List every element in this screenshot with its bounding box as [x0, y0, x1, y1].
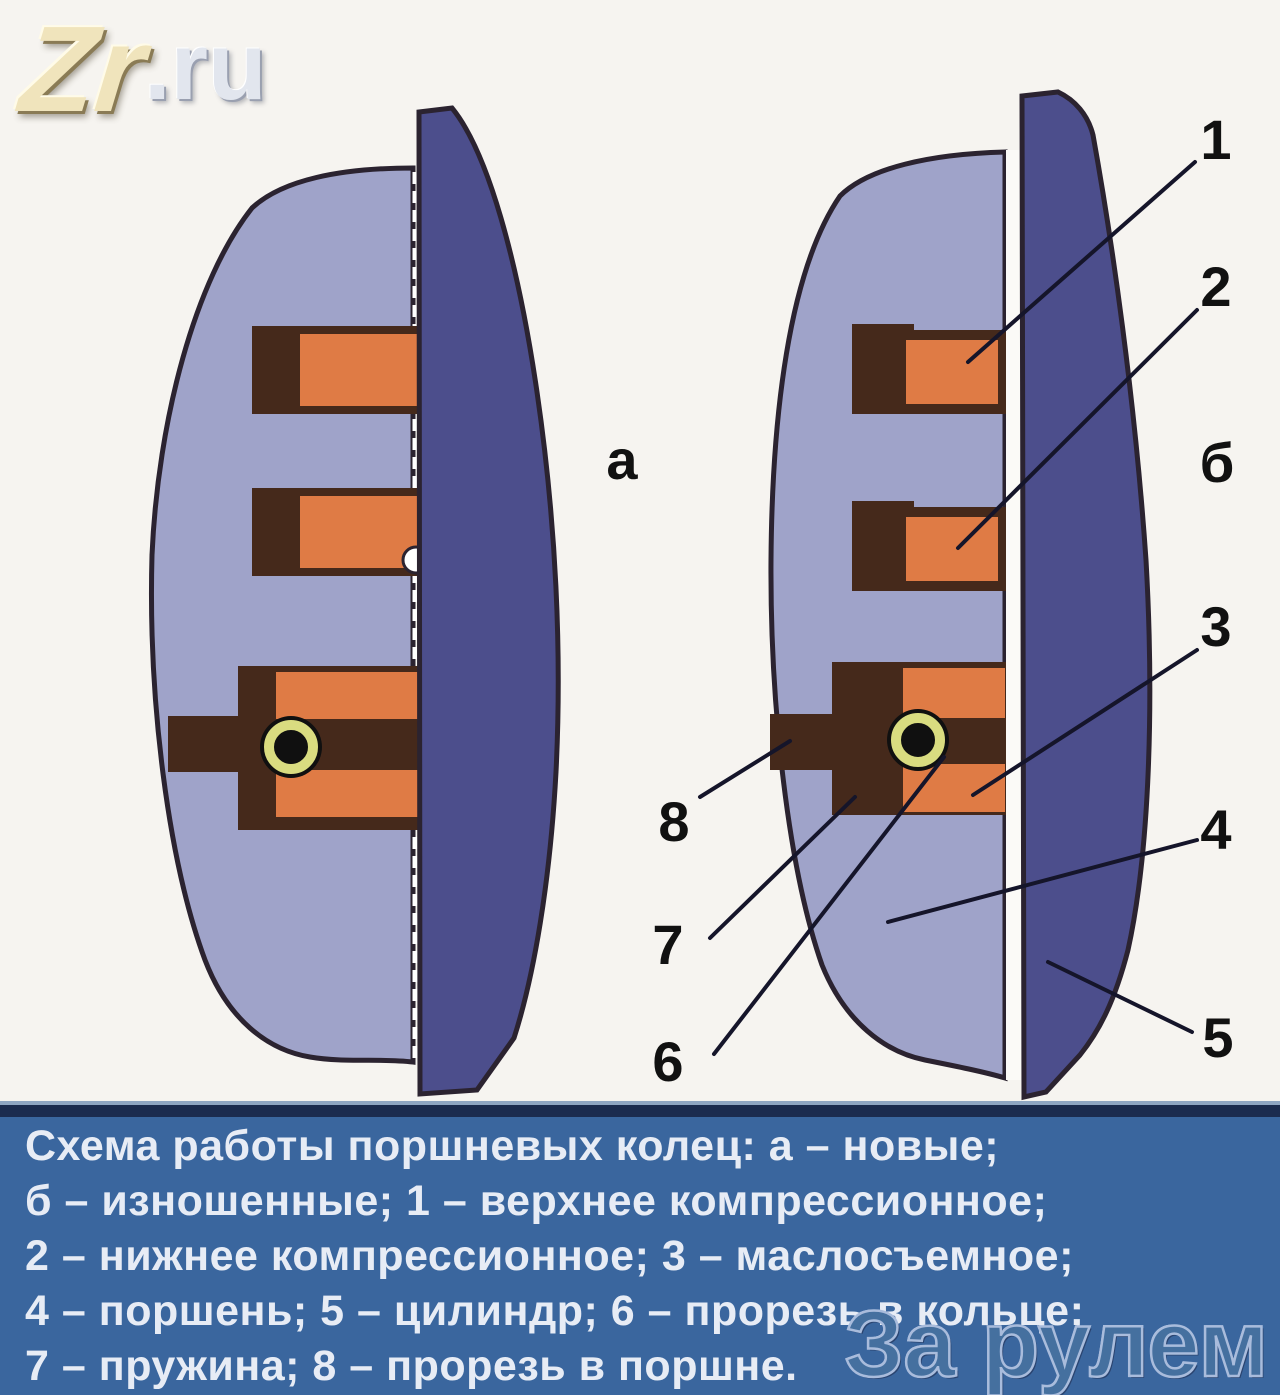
caption-band: Схема работы поршневых колец: а – новые;… [0, 1101, 1280, 1395]
label-b: б [1199, 431, 1235, 494]
leader-6 [712, 755, 946, 1056]
leader-8 [698, 739, 792, 799]
diagram-new-rings [149, 105, 561, 1097]
compression-ring-top-a [300, 334, 418, 406]
logo-ru-text: .ru [144, 13, 267, 120]
callout-3: 3 [1200, 595, 1232, 658]
caption-line-1: Схема работы поршневых колец: а – новые; [25, 1122, 1000, 1170]
callout-leader-lines [698, 160, 1199, 1056]
leader-7 [708, 795, 857, 940]
caption-line-4: 4 – поршень; 5 – цилиндр; 6 – прорезь в … [25, 1287, 1085, 1335]
zr-ru-logo: Zr.ru [15, 1, 267, 137]
piston-body-b [768, 149, 1008, 1082]
compression-ring-second-b [906, 517, 998, 581]
spring-coil-b [891, 713, 945, 767]
caption-text-block: Схема работы поршневых колец: а – новые;… [0, 1117, 1280, 1395]
callout-1: 1 [1200, 108, 1232, 171]
callout-6: 6 [652, 1030, 684, 1093]
piston-cylinder-gap-b [1006, 150, 1021, 1080]
cylinder-wall-a [416, 105, 561, 1097]
compression-ring-second-a [300, 496, 418, 568]
logo-zr-text: Zr [14, 1, 152, 137]
cylinder-wall-b [1019, 89, 1153, 1101]
caption-line-5: 7 – пружина; 8 – прорезь в поршне. [25, 1342, 798, 1390]
oil-ring-lower-rail-a [276, 770, 418, 817]
caption-band-dark-line [0, 1105, 1280, 1117]
caption-line-2: б – изношенные; 1 – верхнее компрессионн… [25, 1177, 1048, 1225]
label-a: а [606, 428, 638, 491]
oil-ring-upper-rail-a [276, 672, 418, 719]
leader-2 [956, 308, 1199, 550]
leader-5 [1046, 960, 1194, 1034]
callout-5: 5 [1202, 1006, 1234, 1069]
spring-coil-a [264, 720, 318, 774]
callout-8: 8 [658, 790, 690, 853]
callout-2: 2 [1200, 255, 1232, 318]
callout-7: 7 [652, 913, 684, 976]
caption-line-3: 2 – нижнее компрессионное; 3 – маслосъем… [25, 1232, 1074, 1280]
caption-band-top-line [0, 1101, 1280, 1105]
leader-1 [966, 160, 1197, 364]
diagram-worn-rings [768, 89, 1153, 1101]
leader-4 [886, 838, 1199, 924]
leader-3 [971, 648, 1199, 797]
za-rulem-watermark: За рулем [843, 1291, 1269, 1395]
piston-body-a [149, 165, 416, 1065]
callout-4: 4 [1200, 798, 1232, 861]
